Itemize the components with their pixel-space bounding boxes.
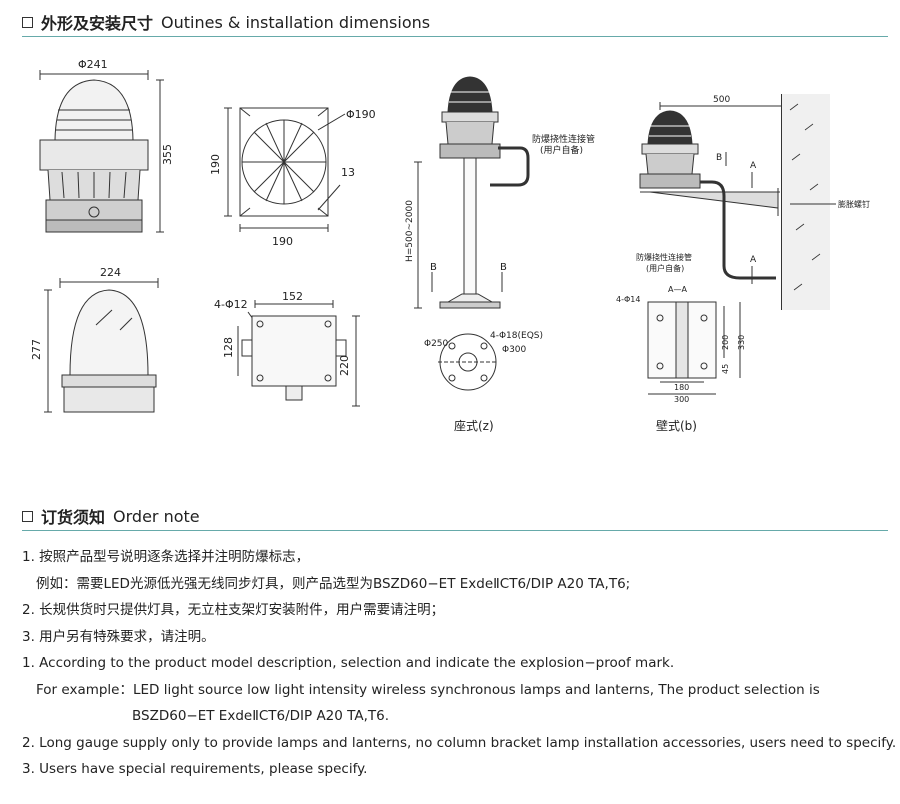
label-pipe1: 防爆挠性连接管 (532, 133, 595, 145)
label-pipe1-note: (用户自备) (540, 144, 583, 156)
dim-d300: Φ300 (502, 345, 527, 355)
dim-hole4: 4-Φ12 (214, 298, 248, 311)
section-title-cn: 订货须知 (41, 508, 106, 527)
section-title-cn: 外形及安装尺寸 (41, 14, 154, 33)
note-line: 2. 长规供货时只提供灯具，无立柱支架灯安装附件，用户需要请注明； (22, 602, 445, 618)
lamp-top-view: 190 190 Φ190 13 (209, 107, 376, 248)
dim-w500: 500 (713, 95, 730, 105)
section-title-en: Order note (113, 506, 200, 526)
checkbox-square-icon (22, 510, 33, 522)
label-section-aa: A—A (668, 285, 687, 294)
label-bolt: 膨胀螺钉 (838, 199, 870, 209)
dim-h330: 330 (737, 335, 746, 350)
dim-w180: 180 (674, 383, 689, 392)
dim-w224: 224 (100, 266, 121, 279)
dim-d250: Φ250 (424, 339, 449, 349)
order-notes: 1. 按照产品型号说明逐条选择并注明防爆标志， 例如：需要LED光源低光强无线同… (22, 544, 897, 783)
section-order-header: 订货须知 Order note (22, 504, 200, 528)
lamp-front-view: Φ241 355 (39, 58, 174, 233)
caption-wall-mount: 壁式(b) (656, 418, 697, 433)
dim-h128: 128 (222, 337, 235, 358)
note-line: 3. Users have special requirements, plea… (22, 761, 368, 777)
dim-d241: Φ241 (78, 58, 108, 71)
junction-box-view: 152 4-Φ12 128 220 (214, 290, 360, 407)
note-line: 1. According to the product model descri… (22, 655, 675, 671)
caption-pole-mount: 座式(z) (454, 418, 494, 433)
note-line: 例如：需要LED光源低光强无线同步灯具，则产品选型为BSZD60−ET Exde… (36, 575, 631, 592)
label-a2: A (750, 255, 757, 265)
dim-d190: Φ190 (346, 108, 376, 121)
label-b2: B (500, 262, 507, 273)
note-line: 1. 按照产品型号说明逐条选择并注明防爆标志， (22, 549, 310, 565)
section-outline-header: 外形及安装尺寸 Outines & installation dimension… (22, 10, 430, 34)
dim-h220: 220 (338, 355, 351, 376)
wall-mount-view: 500 A A B 膨胀螺钉 防爆挠性连接管 (用户自备) A—A 4-Φ14 … (616, 94, 870, 433)
label-b1: B (430, 262, 437, 273)
label-a1: A (750, 161, 757, 171)
dim-w300: 300 (674, 395, 689, 404)
label-pipe2-note: (用户自备) (646, 263, 684, 273)
section-divider (22, 530, 888, 531)
dim-h200: 200 (721, 335, 730, 350)
dim-w152: 152 (282, 290, 303, 303)
dim-n13: 13 (341, 166, 355, 179)
dim-hole14: 4-Φ14 (616, 295, 640, 304)
installation-drawing: Φ241 355 224 277 190 (30, 58, 870, 433)
note-line: 3. 用户另有特殊要求，请注明。 (22, 628, 215, 645)
label-pipe2: 防爆挠性连接管 (636, 252, 692, 262)
dim-h355: 355 (161, 144, 174, 165)
note-line: 2. Long gauge supply only to provide lam… (22, 734, 897, 751)
section-title-en: Outines & installation dimensions (161, 12, 431, 32)
dim-hrange: H=500~2000 (405, 200, 415, 262)
dim-s190v: 190 (209, 154, 222, 175)
checkbox-square-icon (22, 16, 33, 28)
label-b3: B (716, 153, 722, 163)
note-line: For example：LED light source low light i… (36, 681, 820, 698)
dim-h277: 277 (30, 339, 43, 360)
dim-h45: 45 (721, 364, 730, 374)
note-line: BSZD60−ET ExdeⅡCT6/DIP A20 TA,T6. (132, 708, 390, 724)
lamp-side-view: 224 277 (30, 266, 159, 413)
section-divider (22, 36, 888, 37)
dim-s190h: 190 (272, 235, 293, 248)
pole-mount-view: 防爆挠性连接管 (用户自备) H=500~2000 B B Φ250 4-Φ18… (405, 76, 595, 433)
dim-hole18: 4-Φ18(EQS) (490, 331, 543, 341)
